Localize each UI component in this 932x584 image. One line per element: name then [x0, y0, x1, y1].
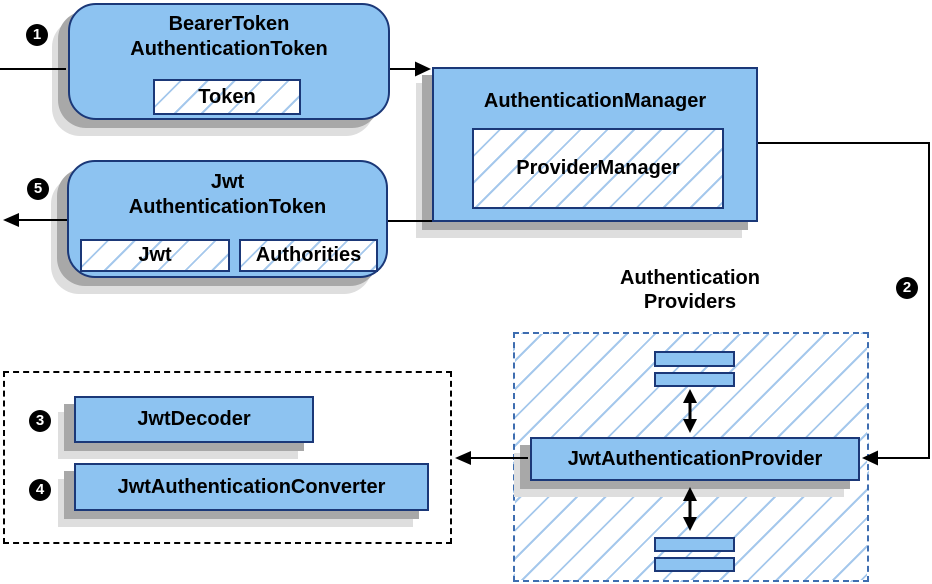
provider-placeholder-bar	[654, 372, 735, 387]
jwt-token-node-title: Jwt AuthenticationToken	[69, 162, 386, 220]
provider-placeholder-bar	[654, 557, 735, 572]
step-badge-1: 1	[26, 24, 48, 46]
jwt-authentication-converter-title: JwtAuthenticationConverter	[117, 475, 386, 498]
provider-placeholder-bar	[654, 351, 735, 367]
decoder-converter-group: JwtDecoder JwtAuthenticationConverter	[3, 371, 452, 544]
step-badge-2: 2	[896, 277, 918, 299]
node-jwt-decoder: JwtDecoder	[74, 396, 314, 443]
step-badge-3-number: 3	[35, 412, 45, 429]
arrow-provider-to-decoder-head	[455, 451, 471, 465]
authentication-providers-label: Authentication Providers	[540, 266, 840, 314]
step-badge-2-number: 2	[902, 279, 912, 296]
step-badge-1-number: 1	[32, 26, 42, 43]
chip-authorities-label: Authorities	[255, 244, 362, 266]
jwt-token-title-line1: Jwt	[210, 171, 245, 193]
arrow-bearer-to-manager-head	[415, 61, 431, 77]
authentication-providers-group: JwtAuthenticationProvider	[513, 332, 869, 582]
chip-provider-manager: ProviderManager	[472, 128, 724, 209]
bearer-token-node-title: BearerToken AuthenticationToken	[70, 5, 388, 62]
arrow-jwt-token-out-head	[3, 213, 19, 227]
authentication-providers-label-line1: Authentication	[620, 267, 760, 289]
chip-jwt: Jwt	[80, 239, 230, 272]
node-jwt-authentication-token: Jwt AuthenticationToken Jwt Authorities	[67, 160, 388, 278]
node-jwt-authentication-provider: JwtAuthenticationProvider	[530, 437, 860, 481]
step-badge-4: 4	[29, 479, 51, 501]
bearer-token-title-line1: BearerToken	[168, 13, 290, 35]
jwt-decoder-title: JwtDecoder	[137, 408, 251, 430]
chip-authorities: Authorities	[239, 239, 378, 272]
provider-placeholder-bar	[654, 537, 735, 552]
step-badge-5-number: 5	[33, 180, 43, 197]
step-badge-4-number: 4	[35, 481, 45, 498]
jwt-token-title-line2: AuthenticationToken	[128, 196, 327, 218]
node-bearer-token-authentication-token: BearerToken AuthenticationToken Token	[68, 3, 390, 120]
authentication-manager-title: AuthenticationManager	[483, 90, 707, 112]
chip-provider-manager-label: ProviderManager	[516, 157, 680, 179]
step-badge-3: 3	[29, 410, 51, 432]
jwt-authentication-provider-title: JwtAuthenticationProvider	[567, 447, 823, 470]
authentication-providers-label-line2: Providers	[643, 291, 737, 313]
chip-jwt-label: Jwt	[138, 244, 172, 266]
node-jwt-authentication-converter: JwtAuthenticationConverter	[74, 463, 429, 511]
chip-token: Token	[153, 79, 301, 115]
chip-token-label: Token	[198, 85, 256, 108]
node-authentication-manager: AuthenticationManager ProviderManager	[432, 67, 758, 222]
step-badge-5: 5	[27, 178, 49, 200]
bearer-token-title-line2: AuthenticationToken	[130, 38, 328, 60]
